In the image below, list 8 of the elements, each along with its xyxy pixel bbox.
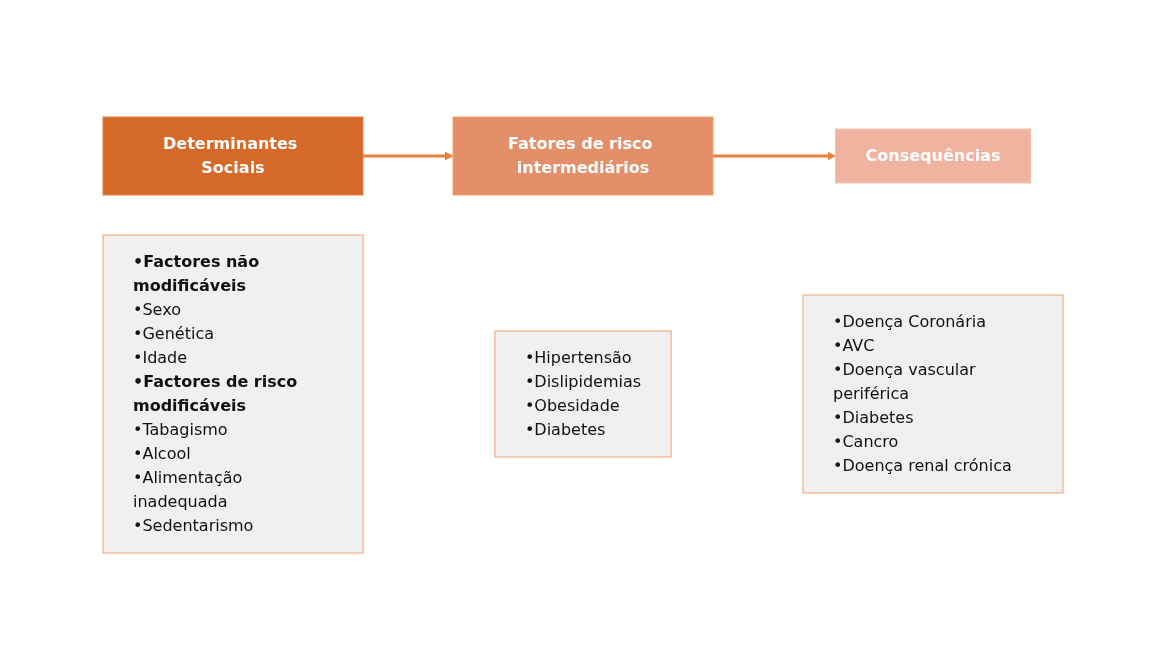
node-box: •Factores não modificáveis •Sexo •Genética •Idade •Factores de risco modificáveis •Tabagismo •Alcool •Alimentação inadequada •Sedentarismo bbox=[102, 234, 364, 554]
node-box: •Hipertensão •Dislipidemias •Obesidade •Diabetes bbox=[494, 330, 672, 458]
node-box: Consequências bbox=[835, 128, 1031, 184]
node-box: •Doença Coronária •AVC •Doença vascular periférica •Diabetes •Cancro •Doença renal crónica bbox=[802, 294, 1064, 494]
arrow bbox=[363, 151, 454, 161]
arrow bbox=[713, 151, 836, 161]
node-box: Fatores de risco intermediários bbox=[452, 116, 714, 196]
node-box: Determinantes Sociais bbox=[102, 116, 364, 196]
